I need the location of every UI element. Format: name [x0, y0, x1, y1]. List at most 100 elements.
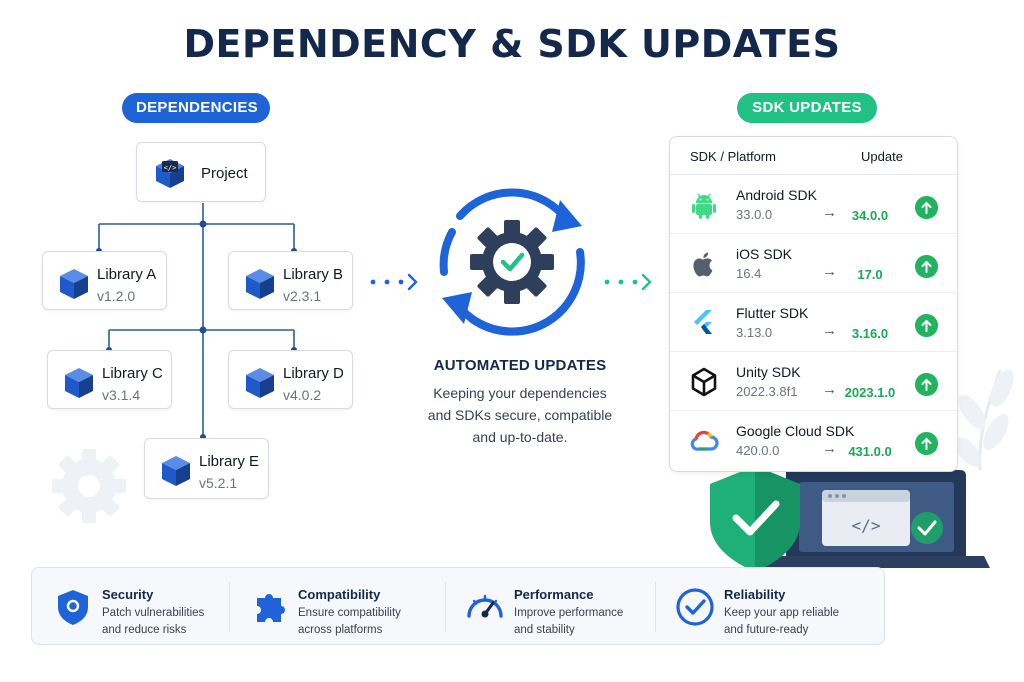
- description-line: and up-to-date.: [472, 429, 568, 445]
- benefit-title: Performance: [514, 587, 594, 602]
- benefit-security: Security Patch vulnerabilities and reduc…: [52, 568, 242, 646]
- library-name: Library B: [283, 266, 344, 283]
- divider: [229, 582, 230, 632]
- package-cube-icon: [246, 368, 274, 398]
- sdk-current-version: 3.13.0: [736, 325, 773, 340]
- svg-text:</>: </>: [852, 516, 881, 535]
- benefit-description: Improve performance and stability: [514, 605, 664, 639]
- library-name: Library D: [283, 365, 344, 382]
- library-e-node[interactable]: Library E v5.2.1: [144, 438, 269, 499]
- speedometer-icon: [467, 594, 503, 618]
- security-shield-icon: [710, 466, 800, 572]
- arrow-right-icon: →: [822, 263, 837, 280]
- library-version: v2.3.1: [283, 288, 322, 304]
- sdk-row-google-cloud[interactable]: Google Cloud SDK 420.0.0 → 431.0.0: [670, 411, 957, 470]
- benefit-description: Keep your app reliable and future-ready: [724, 605, 874, 639]
- benefit-description: Ensure compatibility across platforms: [298, 605, 448, 639]
- dependencies-label: DEPENDENCIES: [122, 93, 270, 123]
- sdk-name: Flutter SDK: [736, 305, 809, 321]
- arrow-right-icon: →: [822, 322, 837, 339]
- sdk-new-version: 17.0: [857, 267, 883, 282]
- unity-icon: [691, 367, 717, 397]
- arrow-right-icon: →: [822, 440, 837, 457]
- google-cloud-icon: [690, 430, 719, 451]
- sdk-new-version: 3.16.0: [851, 326, 889, 341]
- sdk-row-android[interactable]: Android SDK 33.0.0 → 34.0.0: [670, 175, 957, 234]
- arrow-to-sdk: [604, 273, 652, 291]
- benefit-description: Patch vulnerabilities and reduce risks: [102, 605, 252, 639]
- benefit-title: Compatibility: [298, 587, 381, 602]
- leaf-decoration: [954, 369, 1014, 471]
- sdk-current-version: 420.0.0: [736, 443, 780, 458]
- column-header-sdk: SDK / Platform: [690, 149, 776, 164]
- benefit-desc-line: across platforms: [298, 624, 383, 636]
- package-cube-icon: [60, 269, 88, 299]
- library-name: Library A: [97, 266, 157, 283]
- sdk-current-version: 33.0.0: [736, 207, 773, 222]
- puzzle-icon: [257, 594, 285, 622]
- package-cube-icon: [246, 269, 274, 299]
- library-d-node[interactable]: Library D v4.0.2: [228, 350, 353, 409]
- svg-text:</>: </>: [164, 164, 177, 172]
- sdk-row-ios[interactable]: iOS SDK 16.4 → 17.0: [670, 234, 957, 293]
- benefit-reliability: Reliability Keep your app reliable and f…: [674, 568, 874, 646]
- shield-icon: [58, 590, 88, 625]
- sdk-name: iOS SDK: [736, 246, 793, 262]
- library-version: v4.0.2: [283, 387, 322, 403]
- sdk-name: Google Cloud SDK: [736, 423, 855, 439]
- sdk-row-unity[interactable]: Unity SDK 2022.3.8f1 → 2023.1.0: [670, 352, 957, 411]
- arrow-right-icon: →: [822, 204, 837, 221]
- apple-icon: [693, 252, 713, 277]
- library-version: v1.2.0: [97, 288, 136, 304]
- benefits-bar: Security Patch vulnerabilities and reduc…: [31, 567, 885, 645]
- upgrade-arrow-icon[interactable]: [915, 196, 938, 219]
- page-title: DEPENDENCY & SDK UPDATES: [183, 22, 841, 66]
- upgrade-arrow-icon[interactable]: [915, 373, 938, 396]
- description-line: and SDKs secure, compatible: [427, 407, 613, 423]
- benefit-compatibility: Compatibility Ensure compatibility acros…: [248, 568, 448, 646]
- sdk-new-version: 34.0.0: [851, 208, 889, 223]
- description-line: Keeping your dependencies: [433, 385, 607, 401]
- project-code-icon: </>: [156, 159, 184, 188]
- sdk-current-version: 2022.3.8f1: [736, 384, 798, 399]
- library-name: Library C: [102, 365, 163, 382]
- divider: [655, 582, 656, 632]
- sdk-new-version: 2023.1.0: [844, 385, 896, 400]
- benefit-desc-line: Improve performance: [514, 607, 624, 619]
- sdk-new-version: 431.0.0: [848, 444, 892, 459]
- flutter-icon: [694, 310, 712, 334]
- arrow-to-center: [370, 273, 418, 291]
- library-version: v3.1.4: [102, 387, 141, 403]
- column-header-update: Update: [861, 149, 903, 164]
- package-cube-icon: [65, 368, 93, 398]
- automated-updates-description: Keeping your dependencies and SDKs secur…: [400, 382, 640, 448]
- sync-arrows-icon: [439, 188, 585, 336]
- laptop-illustration: </>: [762, 470, 990, 568]
- sdk-name: Android SDK: [736, 187, 817, 203]
- project-node[interactable]: </> Project: [136, 142, 266, 202]
- upgrade-arrow-icon[interactable]: [915, 432, 938, 455]
- sdk-row-flutter[interactable]: Flutter SDK 3.13.0 → 3.16.0: [670, 293, 957, 352]
- sdk-table-header: SDK / Platform Update: [670, 137, 957, 175]
- benefit-desc-line: Patch vulnerabilities: [102, 607, 205, 619]
- check-circle-icon: [676, 588, 714, 626]
- library-name: Library E: [199, 453, 260, 470]
- benefit-title: Reliability: [724, 587, 786, 602]
- android-icon: [692, 193, 716, 219]
- benefit-desc-line: Ensure compatibility: [298, 607, 401, 619]
- benefit-title: Security: [102, 587, 154, 602]
- upgrade-arrow-icon[interactable]: [915, 255, 938, 278]
- library-c-node[interactable]: Library C v3.1.4: [47, 350, 172, 409]
- project-label: Project: [201, 165, 248, 182]
- library-b-node[interactable]: Library B v2.3.1: [228, 251, 353, 310]
- benefit-desc-line: and stability: [514, 624, 575, 636]
- background-gear-icon: [52, 449, 126, 523]
- sdk-updates-table: SDK / Platform Update Android SDK 33.0.0…: [669, 136, 958, 472]
- benefit-performance: Performance Improve performance and stab…: [464, 568, 664, 646]
- gear-check-icon: [470, 220, 554, 304]
- upgrade-arrow-icon[interactable]: [915, 314, 938, 337]
- library-a-node[interactable]: Library A v1.2.0: [42, 251, 167, 310]
- package-cube-icon: [162, 456, 190, 486]
- benefit-desc-line: and reduce risks: [102, 624, 187, 636]
